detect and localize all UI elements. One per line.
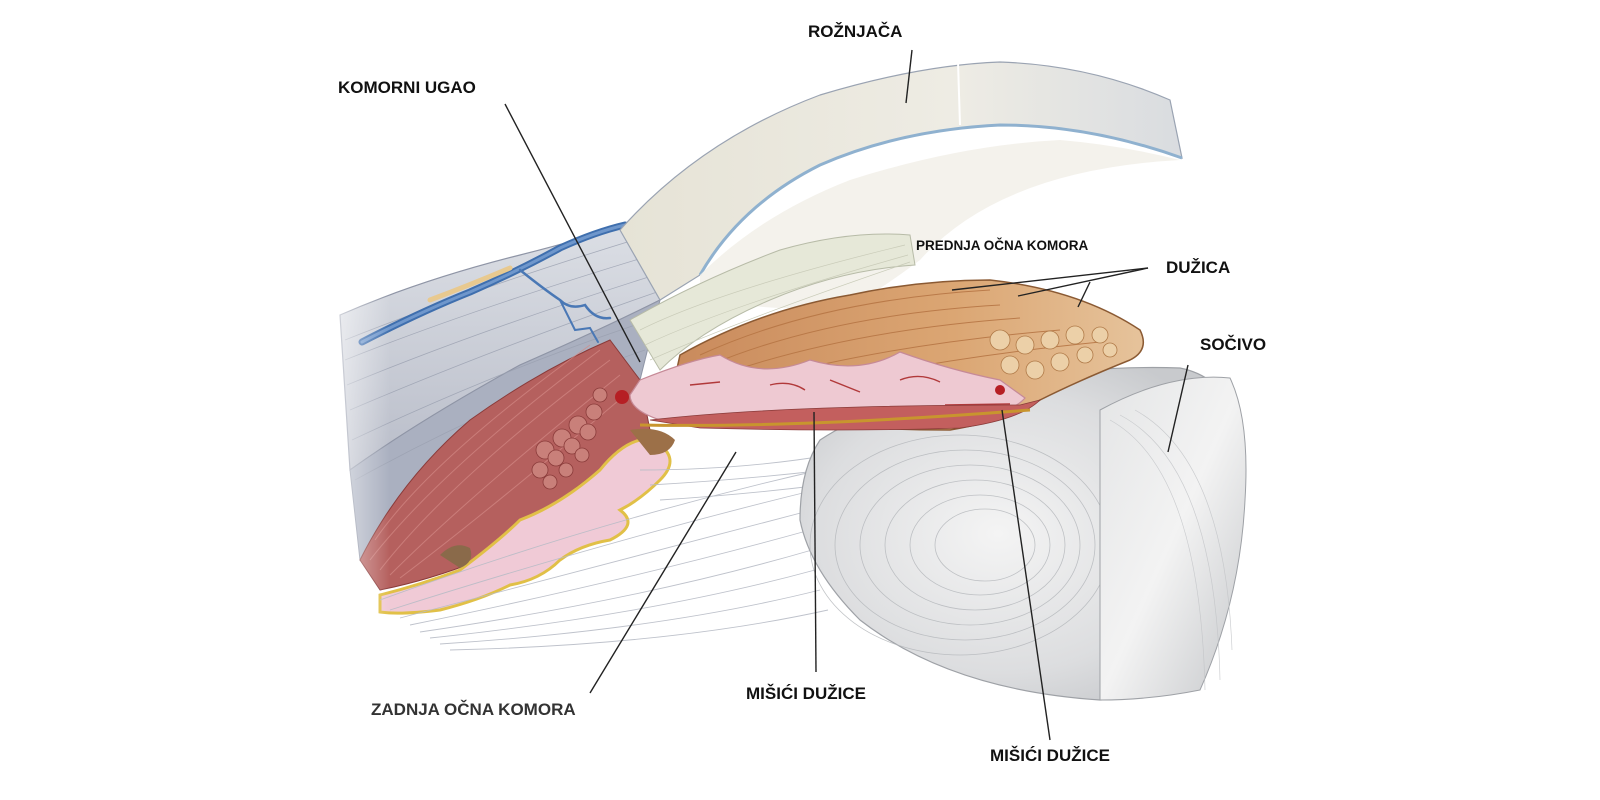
episcleral-veins	[358, 221, 629, 346]
leader-line-iris-muscles-2	[1001, 409, 1051, 741]
leader-line-iris-b	[951, 267, 1149, 291]
leader-line-iris-a	[1017, 267, 1149, 297]
trabecular-meshwork	[629, 233, 916, 371]
leader-line-lens	[1167, 364, 1189, 453]
zonular-fibers	[379, 454, 831, 651]
leader-line-iris-muscles-1	[813, 411, 817, 673]
cornea	[619, 61, 1183, 301]
iris	[615, 279, 1145, 431]
leader-line-chamber-angle	[504, 103, 641, 363]
label-iris-muscles-1: MIŠIĆI DUŽICE	[746, 684, 866, 703]
leader-lines	[504, 49, 1189, 741]
leader-line-posterior-chamber	[589, 451, 737, 694]
label-cornea: ROŽNJAČA	[808, 22, 903, 41]
ciliary-processes	[378, 428, 675, 615]
label-iris-muscles-2: MIŠIĆI DUŽICE	[990, 746, 1110, 765]
label-posterior-chamber: ZADNJA OČNA KOMORA	[371, 700, 576, 719]
label-anterior-chamber: PREDNJA OČNA KOMORA	[916, 238, 1089, 253]
leader-line-iris-c	[1077, 281, 1091, 308]
label-lens: SOČIVO	[1200, 335, 1267, 354]
label-chamber-angle: KOMORNI UGAO	[338, 78, 476, 97]
leader-line-cornea	[905, 49, 913, 104]
label-iris: DUŽICA	[1166, 258, 1231, 277]
